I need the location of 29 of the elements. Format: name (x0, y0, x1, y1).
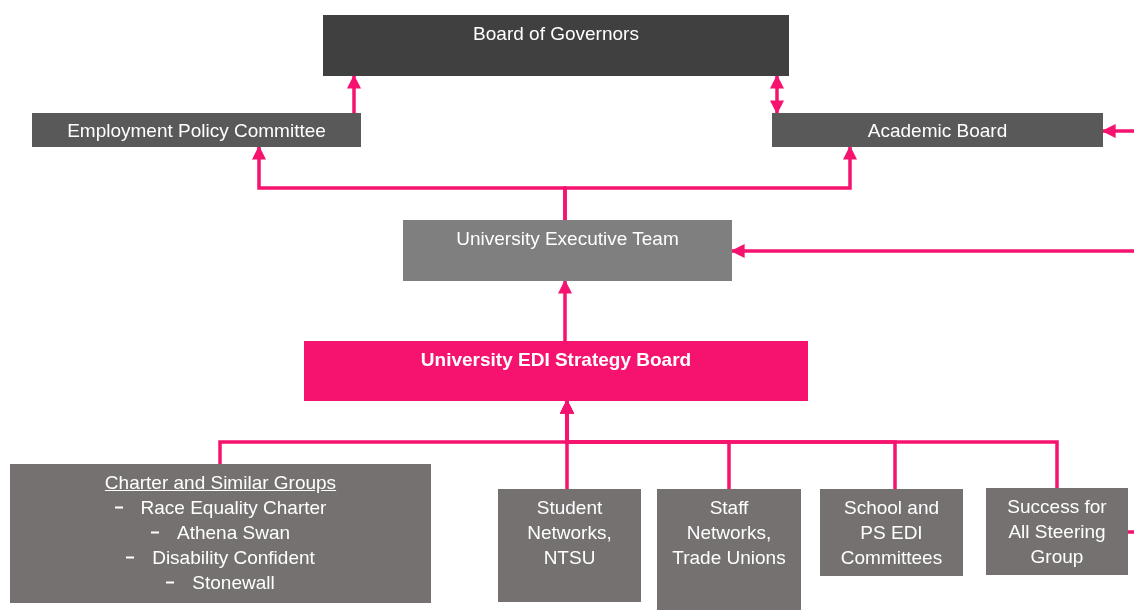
committee-box (10, 464, 431, 603)
committee-box (403, 220, 732, 281)
box-label: School and PS EDI Committees (839, 496, 944, 570)
strategy-board-box (304, 341, 808, 401)
box-label: University EDI Strategy Board (420, 348, 692, 372)
list-item: Athena Swan (177, 521, 290, 545)
group-heading: Charter and Similar Groups (104, 471, 337, 495)
board-box (323, 15, 789, 76)
box-label: Board of Governors (473, 22, 639, 46)
box-label: Staff Networks, Trade Unions (671, 496, 787, 570)
list-item: Race Equality Charter (140, 496, 327, 520)
box-label: Student Networks, NTSU (526, 496, 613, 570)
box-label: Employment Policy Committee (67, 118, 326, 143)
committee-box (820, 489, 963, 576)
committee-box (657, 489, 801, 610)
arrow (563, 145, 857, 220)
box-label: Success for All Steering Group (1006, 495, 1108, 569)
committee-box (32, 113, 361, 147)
committee-box (986, 488, 1128, 575)
arrow (347, 74, 361, 113)
list-item: Stonewall (192, 571, 275, 595)
box-label: Academic Board (867, 118, 1008, 143)
arrow (558, 279, 572, 341)
arrow (770, 74, 784, 115)
connector-line (1128, 530, 1134, 534)
box-label: University Executive Team (456, 227, 679, 251)
committee-box (772, 113, 1103, 147)
committee-box (498, 489, 641, 602)
list-item: Disability Confident (152, 546, 315, 570)
